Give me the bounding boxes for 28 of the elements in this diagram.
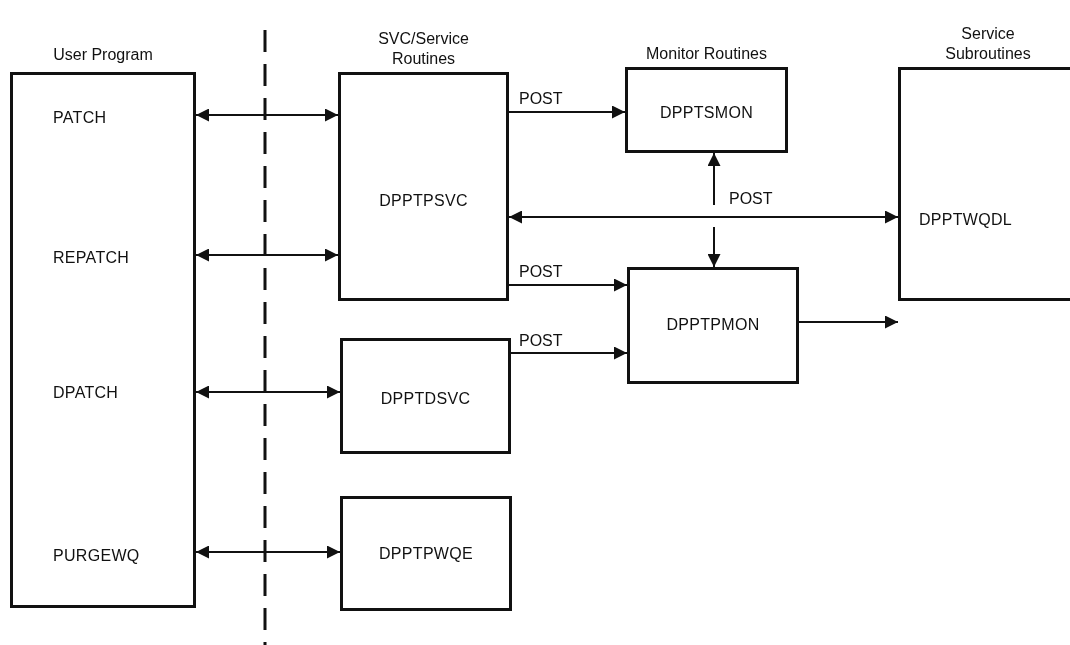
- routine-name: DPPTPSVC: [378, 191, 469, 211]
- process-box: [340, 496, 512, 611]
- process-box: [340, 338, 511, 454]
- arrow: [798, 315, 899, 329]
- process-box: [627, 267, 799, 384]
- routine-name: PURGEWQ: [53, 546, 140, 566]
- arrow: [707, 226, 721, 268]
- routine-name: PATCH: [53, 108, 107, 128]
- routine-name: DPPTSMON: [658, 103, 755, 123]
- routine-name: REPATCH: [53, 248, 130, 268]
- arrow: [707, 152, 721, 206]
- column-heading: Monitor Routines: [646, 44, 767, 64]
- arrow: [195, 545, 341, 559]
- arrow: [195, 108, 339, 122]
- arrow: [195, 385, 341, 399]
- routine-name: DPPTPMON: [665, 315, 761, 335]
- arrow: [510, 346, 628, 360]
- arrow: [508, 278, 628, 292]
- column-heading: Service Subroutines: [944, 24, 1032, 64]
- routine-name: DPPTPWQE: [378, 544, 474, 564]
- arrow: [195, 248, 339, 262]
- routine-name: DPPTDSVC: [379, 389, 472, 409]
- column-heading: SVC/Service Routines: [377, 29, 470, 69]
- arrow: [508, 210, 899, 224]
- arrow: [508, 105, 626, 119]
- routine-name: DPPTWQDL: [919, 210, 1013, 230]
- routine-name: DPATCH: [53, 383, 119, 403]
- column-heading: User Program: [53, 45, 153, 65]
